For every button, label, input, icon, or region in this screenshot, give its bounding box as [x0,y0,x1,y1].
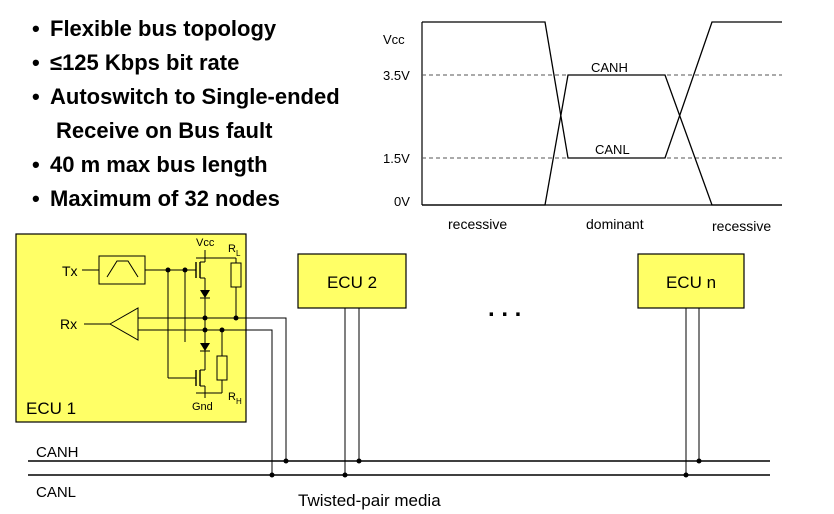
ellipsis: . . . [488,295,521,322]
node-bus-canh-ecun [696,458,702,464]
canl-trace [422,21,782,159]
state-recessive-2: recessive [712,218,771,234]
ecun-box [637,253,745,309]
bullet-autoswitch: Autoswitch to Single-ended [32,80,340,114]
high-diode-icon [200,290,210,298]
canh-trace-label: CANH [591,60,628,75]
label-vcc: Vcc [383,32,405,47]
ecu1-block: ECU 1 Tx Rx Vcc Gnd RL [15,233,289,478]
rh-subscript: H [236,397,242,406]
node-tx-b [182,267,188,273]
node-tx-a [165,267,171,273]
node-bus-canh-ecu2 [356,458,362,464]
media-label: Twisted-pair media [298,491,441,510]
bus: CANH CANL Twisted-pair media [28,444,770,510]
low-diode-icon [200,343,210,351]
ecu1-canl-wire [138,329,273,475]
rx-comparator-icon [108,307,139,341]
bullet-topology: Flexible bus topology [32,12,340,46]
feature-list: Flexible bus topology ≤125 Kbps bit rate… [32,12,340,216]
state-recessive-1: recessive [448,216,507,232]
ecun-block: ECU n [637,253,745,478]
waveform-plot: Vcc 3.5V 1.5V 0V CANH CANL recessive dom… [383,21,782,234]
tx-label: Tx [62,263,78,279]
gnd-label: Gnd [192,401,213,413]
rl-label: RL [228,243,241,258]
canl-trace-label: CANL [595,142,630,157]
node-canl-1 [202,327,208,333]
resistor-rh-icon [216,355,228,381]
canh-bus-label: CANH [36,444,79,461]
ecu2-box [297,253,407,309]
node-canl-2 [219,327,225,333]
canh-trace [422,74,782,206]
tx-filter-symbol-icon [106,260,139,278]
node-canh-2 [233,315,239,321]
ecu1-title: ECU 1 [26,399,76,418]
node-bus-canl-ecun [683,472,689,478]
rh-label: RH [228,391,242,406]
rl-letter: R [228,243,236,255]
bullet-bit-rate: ≤125 Kbps bit rate [32,46,340,80]
vcc-label: Vcc [196,237,215,249]
canl-bus-label: CANL [36,484,76,501]
node-bus-canh-ecu1 [283,458,289,464]
rx-label: Rx [60,316,77,332]
bullet-bus-length: 40 m max bus length [32,148,340,182]
ecu2-title: ECU 2 [327,273,377,292]
node-canh-1 [202,315,208,321]
ecu2-block: ECU 2 [297,253,407,478]
rh-letter: R [228,391,236,403]
tx-filter-box [98,255,146,285]
node-bus-canl-ecu1 [269,472,275,478]
state-dominant: dominant [586,216,644,232]
bullet-autoswitch-cont: Receive on Bus fault [56,118,273,143]
resistor-rl-icon [230,262,242,288]
node-bus-canl-ecu2 [342,472,348,478]
label-0v: 0V [394,194,410,209]
ecun-title: ECU n [666,273,716,292]
label-3-5v: 3.5V [383,68,410,83]
bullet-max-nodes: Maximum of 32 nodes [32,182,340,216]
label-1-5v: 1.5V [383,151,410,166]
rl-subscript: L [236,249,241,258]
ecu1-canh-wire [138,317,287,461]
